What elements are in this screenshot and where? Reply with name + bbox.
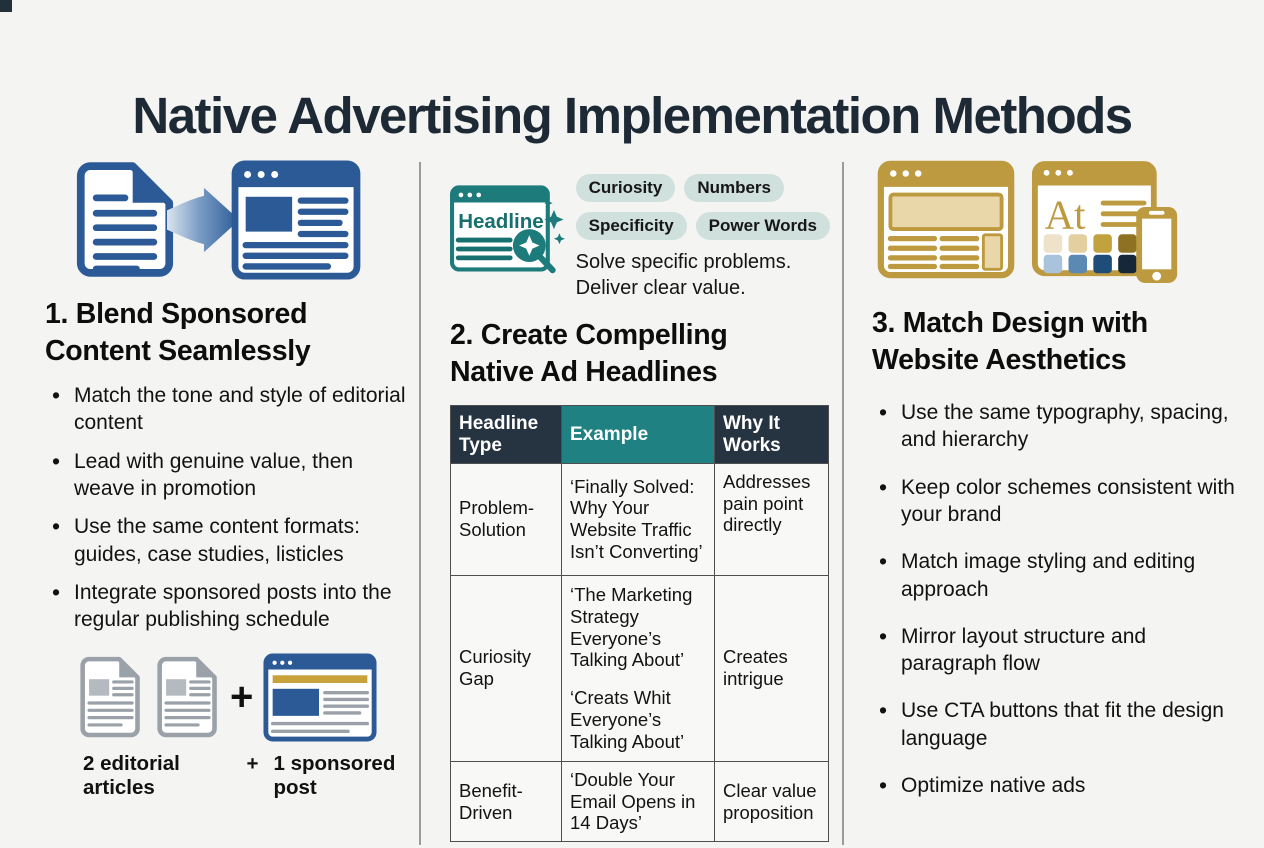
design-match-bullets: Use the same typography, spacing, and hi… (872, 398, 1244, 801)
tag-row: Specificity Power Words (575, 212, 830, 240)
example-text: ‘Creats Whit Everyone’s Talking About’ (570, 687, 685, 752)
cell-example: ‘Finally Solved: Why Your Website Traffi… (561, 462, 715, 576)
content-ratio-illustration: + (79, 653, 419, 742)
blend-content-heading: 1. Blend Sponsored Content Seamlessly (45, 298, 311, 368)
bullet-item: Keep color schemes consistent with your … (872, 473, 1244, 529)
cell-headline-type: Curiosity Gap (450, 574, 562, 762)
section-design-match: At (872, 160, 1244, 801)
cell-why-it-works: Clear value proposition (714, 760, 829, 843)
headline-note-line: Deliver clear value. (575, 276, 746, 299)
sparkle-icon (544, 210, 564, 230)
bullet-item: Match image styling and editing approach (872, 547, 1244, 603)
bullet-item: Use CTA buttons that fit the design lang… (872, 696, 1244, 752)
page-title: Native Advertising Implementation Method… (132, 87, 1133, 145)
table-header-row: Headline Type Example Why It Works (450, 405, 829, 464)
table-row: Benefit-Driven ‘Double Your Email Opens … (450, 760, 829, 843)
section-blend-content: 1. Blend Sponsored Content Seamlessly Ma… (45, 160, 419, 800)
article-document-icon (76, 162, 174, 277)
cell-headline-type: Problem-Solution (450, 462, 562, 576)
sponsored-count-label: 1 sponsored post (273, 752, 396, 800)
column-header-why: Why It Works (714, 405, 829, 464)
bullet-item: Integrate sponsored posts into the regul… (45, 578, 419, 634)
headline-note-line: Solve specific problems. (575, 251, 792, 273)
tag-row: Curiosity Numbers (575, 174, 830, 202)
plus-label: + (246, 752, 259, 776)
cell-example: ‘Double Your Email Opens in 14 Days’ (561, 760, 715, 843)
headline-note: Solve specific problems. Deliver clear v… (576, 250, 830, 301)
bullet-item: Match the tone and style of editorial co… (45, 381, 419, 437)
style-guide-phone-icon: At (1031, 161, 1178, 283)
sparkle-icon (553, 233, 565, 245)
headlines-heading: 2. Create Compelling Native Ad Headlines (450, 319, 728, 389)
tag-pill: Curiosity (575, 174, 676, 202)
bullet-item: Use the same typography, spacing, and hi… (872, 398, 1244, 454)
smartphone-icon (1136, 206, 1178, 283)
webpage-icon (231, 160, 361, 280)
column-divider-1 (419, 162, 421, 845)
example-text: ‘Double Your Email Opens in 14 Days’ (570, 768, 696, 834)
headline-icon-label: Headline (458, 210, 543, 233)
table-row: Problem-Solution ‘Finally Solved: Why Yo… (450, 462, 829, 576)
sparkle-icon (544, 199, 553, 208)
cell-why-it-works: Creates intrigue (714, 574, 829, 762)
column-header-example: Example (561, 405, 715, 464)
editorial-article-icon (157, 657, 217, 738)
editorial-article-icon (80, 657, 140, 738)
content-ratio-caption: 2 editorial articles + 1 sponsored post (83, 752, 419, 800)
bullet-item: Mirror layout structure and paragraph fl… (872, 622, 1244, 678)
column-divider-2 (842, 162, 844, 845)
design-match-heading: 3. Match Design with Website Aesthetics (872, 307, 1148, 377)
plus-icon: + (230, 675, 254, 720)
corner-artifact (0, 0, 12, 12)
design-match-illustration: At (877, 160, 1244, 289)
tag-pill: Power Words (695, 212, 830, 240)
table-row: Curiosity Gap ‘The Marketing Strategy Ev… (450, 574, 829, 762)
column-header-type: Headline Type (450, 405, 562, 464)
editorial-count-label: 2 editorial articles (83, 752, 180, 800)
example-text: ‘Finally Solved: Why Your Website Traffi… (570, 475, 703, 563)
sponsored-post-icon (263, 654, 377, 742)
cell-why-it-works: Addresses pain point directly (714, 462, 829, 576)
color-swatches (1043, 234, 1137, 274)
website-layout-icon (877, 160, 1015, 279)
blend-content-illustration (75, 160, 419, 280)
bullet-item: Optimize native ads (872, 771, 1244, 801)
tag-pill: Specificity (575, 212, 687, 240)
example-text: ‘The Marketing Strategy Everyone’s Talki… (570, 583, 693, 671)
arrow-right-icon (167, 187, 240, 253)
cell-example: ‘The Marketing Strategy Everyone’s Talki… (561, 574, 715, 762)
headline-types-table: Headline Type Example Why It Works Probl… (450, 405, 829, 843)
blend-content-bullets: Match the tone and style of editorial co… (45, 381, 419, 634)
bullet-item: Use the same content formats: guides, ca… (45, 512, 419, 568)
bullet-item: Lead with genuine value, then weave in p… (45, 447, 419, 503)
section-headlines: Headline Curiosity Numbers (450, 160, 830, 843)
headline-illustration: Headline Curiosity Numbers (450, 160, 830, 301)
tag-pill: Numbers (684, 174, 784, 202)
headline-tags-block: Curiosity Numbers Specificity Power Word… (575, 160, 830, 301)
cell-headline-type: Benefit-Driven (450, 760, 562, 843)
typography-sample-label: At (1045, 192, 1087, 237)
headline-magnifier-icon: Headline (450, 185, 565, 274)
